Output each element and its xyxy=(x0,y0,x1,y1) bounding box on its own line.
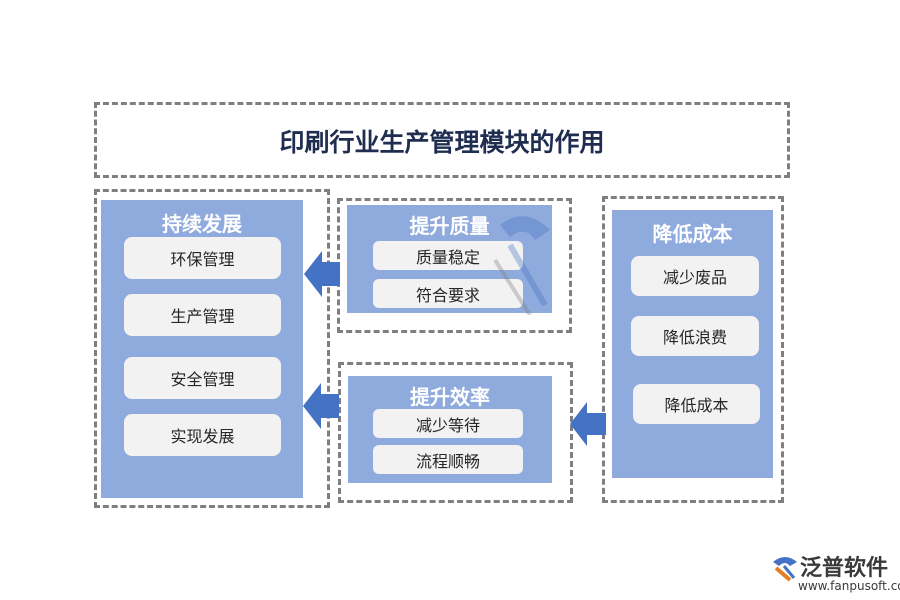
arrow-left-icon xyxy=(304,251,340,297)
middle-top-item: 质量稳定 xyxy=(373,241,523,270)
left-panel: 持续发展 环保管理 生产管理 安全管理 实现发展 xyxy=(101,200,303,498)
left-item: 环保管理 xyxy=(124,237,281,279)
left-item: 安全管理 xyxy=(124,357,281,399)
middle-bottom-panel-title: 提升效率 xyxy=(410,385,490,409)
brand-logo: 泛普软件 www.fanpusoft.com xyxy=(770,550,900,598)
right-item: 降低浪费 xyxy=(631,316,759,356)
arrow-left-icon xyxy=(570,402,606,446)
right-item: 降低成本 xyxy=(633,384,760,424)
left-item: 生产管理 xyxy=(124,294,281,336)
middle-bottom-panel: 提升效率 减少等待 流程顺畅 xyxy=(348,376,552,483)
diagram-title: 印刷行业生产管理模块的作用 xyxy=(279,128,605,157)
middle-top-panel-title: 提升质量 xyxy=(409,214,490,238)
right-panel: 降低成本 减少废品 降低浪费 降低成本 xyxy=(612,210,773,478)
left-panel-title: 持续发展 xyxy=(162,212,242,236)
left-group-frame xyxy=(94,189,330,508)
middle-bottom-item: 流程顺畅 xyxy=(373,445,523,474)
middle-top-item: 符合要求 xyxy=(373,279,523,308)
arrow-left-icon xyxy=(303,383,339,429)
middle-bottom-group-frame xyxy=(338,362,573,503)
brand-name: 泛普软件 xyxy=(800,556,889,581)
left-item: 实现发展 xyxy=(124,414,281,456)
brand-url: www.fanpusoft.com xyxy=(798,579,900,593)
right-item: 减少废品 xyxy=(631,256,759,296)
middle-top-panel: 提升质量 质量稳定 符合要求 xyxy=(347,205,552,313)
middle-bottom-item: 减少等待 xyxy=(373,409,523,438)
right-group-frame xyxy=(602,196,784,503)
title-frame: 印刷行业生产管理模块的作用 xyxy=(94,102,790,178)
watermark-logo-icon xyxy=(493,216,550,315)
right-panel-title: 降低成本 xyxy=(652,222,733,246)
fanpu-logo-icon xyxy=(773,557,797,582)
